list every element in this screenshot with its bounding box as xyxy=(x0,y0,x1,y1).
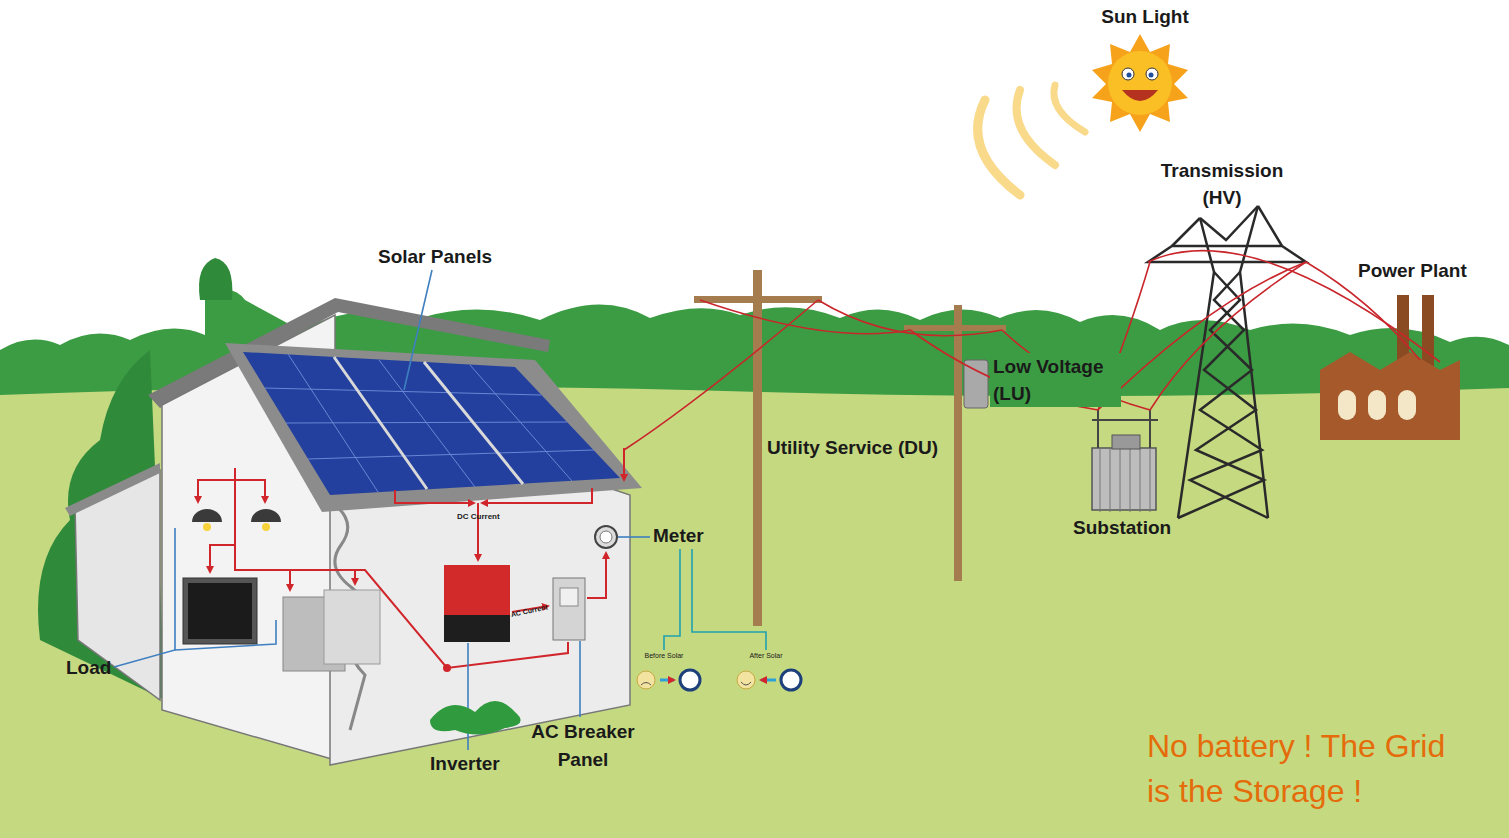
tv-screen xyxy=(188,583,252,639)
power-plant xyxy=(1320,295,1460,440)
callout-label: Substation xyxy=(1073,516,1171,539)
tree xyxy=(38,350,165,700)
callout-label: Solar Panels xyxy=(378,245,492,268)
house xyxy=(65,298,642,765)
sun xyxy=(1092,34,1188,132)
shrub xyxy=(430,701,521,735)
meter-icon xyxy=(637,670,801,690)
callout-label: Sun Light xyxy=(1101,5,1189,28)
utility-pole xyxy=(694,270,1006,626)
callout-label: Power Plant xyxy=(1358,259,1467,282)
dryer xyxy=(324,590,380,664)
leader-line xyxy=(114,270,650,750)
inverter-base xyxy=(444,615,510,642)
grid-wire xyxy=(624,251,1440,450)
breaker-panel xyxy=(560,588,578,606)
meter xyxy=(600,531,612,543)
inverter xyxy=(444,565,510,617)
sun-ray xyxy=(1054,85,1085,132)
lamp xyxy=(192,509,281,531)
callout-label: AC Breaker Panel xyxy=(523,718,643,774)
callout-label: Utility Service (DU) xyxy=(767,436,938,459)
meter xyxy=(595,526,617,548)
callout-label: Before Solar xyxy=(645,652,684,660)
callout-label: DC Current xyxy=(457,512,500,522)
breaker-panel xyxy=(553,578,585,640)
callout-label: Meter xyxy=(653,524,704,547)
sun-ray xyxy=(1017,90,1055,165)
tree xyxy=(199,258,232,300)
callout-label: Low Voltage (LU) xyxy=(990,353,1121,407)
callout-label: No battery ! The Grid is the Storage ! xyxy=(1147,724,1462,814)
substation xyxy=(1092,410,1158,512)
tv xyxy=(183,578,257,644)
callout-label: After Solar xyxy=(749,652,782,660)
callout-label: Transmission (HV) xyxy=(1152,157,1292,211)
house-wire xyxy=(198,448,624,668)
callout-label: Inverter xyxy=(430,752,500,775)
callout-label: Load xyxy=(66,656,111,679)
leader-line xyxy=(664,549,766,650)
junction-dot xyxy=(443,664,451,672)
